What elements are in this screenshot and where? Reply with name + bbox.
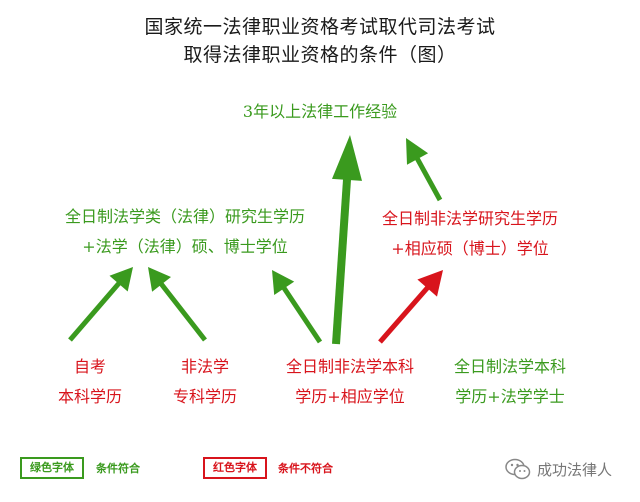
node-ft-law-bachelor-line-2: 学历+法学学士 [455, 387, 565, 406]
arrow-self-study-to-grad-law-shaft [68, 280, 122, 342]
arrow-nonlaw-college-to-grad-law-shaft [158, 281, 207, 342]
arrow-ft-nonlaw-bach-to-grad-nonlaw-head [417, 270, 443, 297]
arrow-ft-nonlaw-bach-to-grad-law-shaft [281, 285, 323, 344]
arrow-nonlaw-college-to-grad-law [148, 267, 207, 342]
legend-red-text: 条件不符合 [278, 462, 333, 475]
node-grad-law-line-1: 全日制法学类（法律）研究生学历 [64, 207, 305, 226]
arrow-ft-nonlaw-bach-to-goal-shaft [332, 177, 352, 345]
node-grad-nonlaw: 全日制非法学研究生学历 +相应硕（博士）学位 [360, 204, 580, 264]
watermark: 成功法律人 [505, 458, 612, 480]
node-grad-law-line-2: +法学（法律）硕、博士学位 [82, 237, 288, 256]
arrow-ft-nonlaw-bach-to-goal [332, 135, 362, 345]
node-ft-law-bachelor: 全日制法学本科 学历+法学学士 [430, 352, 590, 412]
legend-red-box: 红色字体 [203, 457, 267, 479]
arrow-ft-nonlaw-bach-to-grad-nonlaw [378, 270, 443, 344]
watermark-text: 成功法律人 [537, 460, 613, 479]
wechat-icon [505, 458, 531, 480]
node-nonlaw-college-line-2: 专科学历 [172, 387, 237, 406]
diagram-title-line-1: 国家统一法律职业资格考试取代司法考试 [144, 16, 496, 38]
legend-green-text: 条件符合 [96, 462, 140, 475]
arrow-ft-nonlaw-bach-to-grad-law-head [272, 270, 295, 295]
node-ft-nonlaw-bachelor: 全日制非法学本科 学历+相应学位 [270, 352, 430, 412]
node-goal: 3年以上法律工作经验 [200, 97, 440, 127]
node-self-study: 自考 本科学历 [40, 352, 140, 412]
node-grad-law: 全日制法学类（法律）研究生学历 +法学（法律）硕、博士学位 [40, 202, 330, 262]
arrow-ft-nonlaw-bach-to-grad-law [272, 270, 323, 344]
arrow-ft-nonlaw-bach-to-goal-head [332, 135, 362, 181]
node-ft-nonlaw-bachelor-line-2: 学历+相应学位 [295, 387, 405, 406]
node-self-study-line-1: 自考 [73, 357, 106, 376]
arrow-self-study-to-grad-law-head [109, 267, 133, 292]
node-grad-nonlaw-line-2: +相应硕（博士）学位 [391, 239, 549, 258]
node-nonlaw-college: 非法学 专科学历 [155, 352, 255, 412]
arrow-grad-nonlaw-to-goal-shaft [414, 156, 443, 202]
node-ft-nonlaw-bachelor-line-1: 全日制非法学本科 [285, 357, 414, 376]
node-ft-law-bachelor-line-1: 全日制法学本科 [453, 357, 566, 376]
node-nonlaw-college-line-1: 非法学 [180, 357, 229, 376]
arrow-self-study-to-grad-law [68, 267, 133, 342]
node-grad-nonlaw-line-1: 全日制非法学研究生学历 [381, 209, 558, 228]
arrow-grad-nonlaw-to-goal-head [406, 138, 429, 165]
arrow-grad-nonlaw-to-goal [406, 138, 443, 202]
node-goal-text: 3年以上法律工作经验 [242, 102, 398, 121]
arrow-nonlaw-college-to-grad-law-head [148, 267, 171, 292]
diagram-title-line-2: 取得法律职业资格的条件（图） [183, 44, 457, 66]
node-self-study-line-2: 本科学历 [57, 387, 122, 406]
arrow-ft-nonlaw-bach-to-grad-nonlaw-shaft [378, 284, 431, 344]
legend-green-box: 绿色字体 [20, 457, 84, 479]
